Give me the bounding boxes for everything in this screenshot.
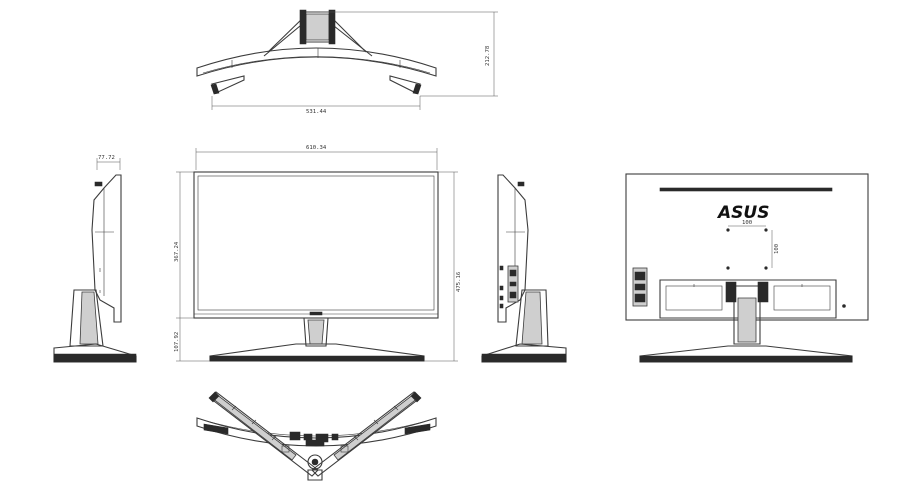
left-side-view: 77.72 [53,155,137,363]
dim-total-height: 475.16 [456,272,462,292]
brand-logo: ASUS [716,203,769,223]
back-view: ASUS 100 100 [625,173,869,363]
dim-stand-height: 107.92 [174,332,180,352]
front-view: 610.34 367.24 107.92 475.16 [174,145,462,362]
right-side-view [481,174,567,363]
dim-vesa-horizontal: 100 [742,220,752,226]
dim-screen-height: 367.24 [174,241,180,262]
top-view: 531.44 212.78 [196,9,498,115]
dim-vesa-vertical: 100 [774,244,780,254]
dim-top-width: 531.44 [306,109,327,115]
dim-front-width: 610.34 [306,145,327,151]
dim-top-depth: 212.78 [485,45,491,66]
dim-side-depth: 77.72 [98,155,115,161]
bottom-view [196,391,437,481]
